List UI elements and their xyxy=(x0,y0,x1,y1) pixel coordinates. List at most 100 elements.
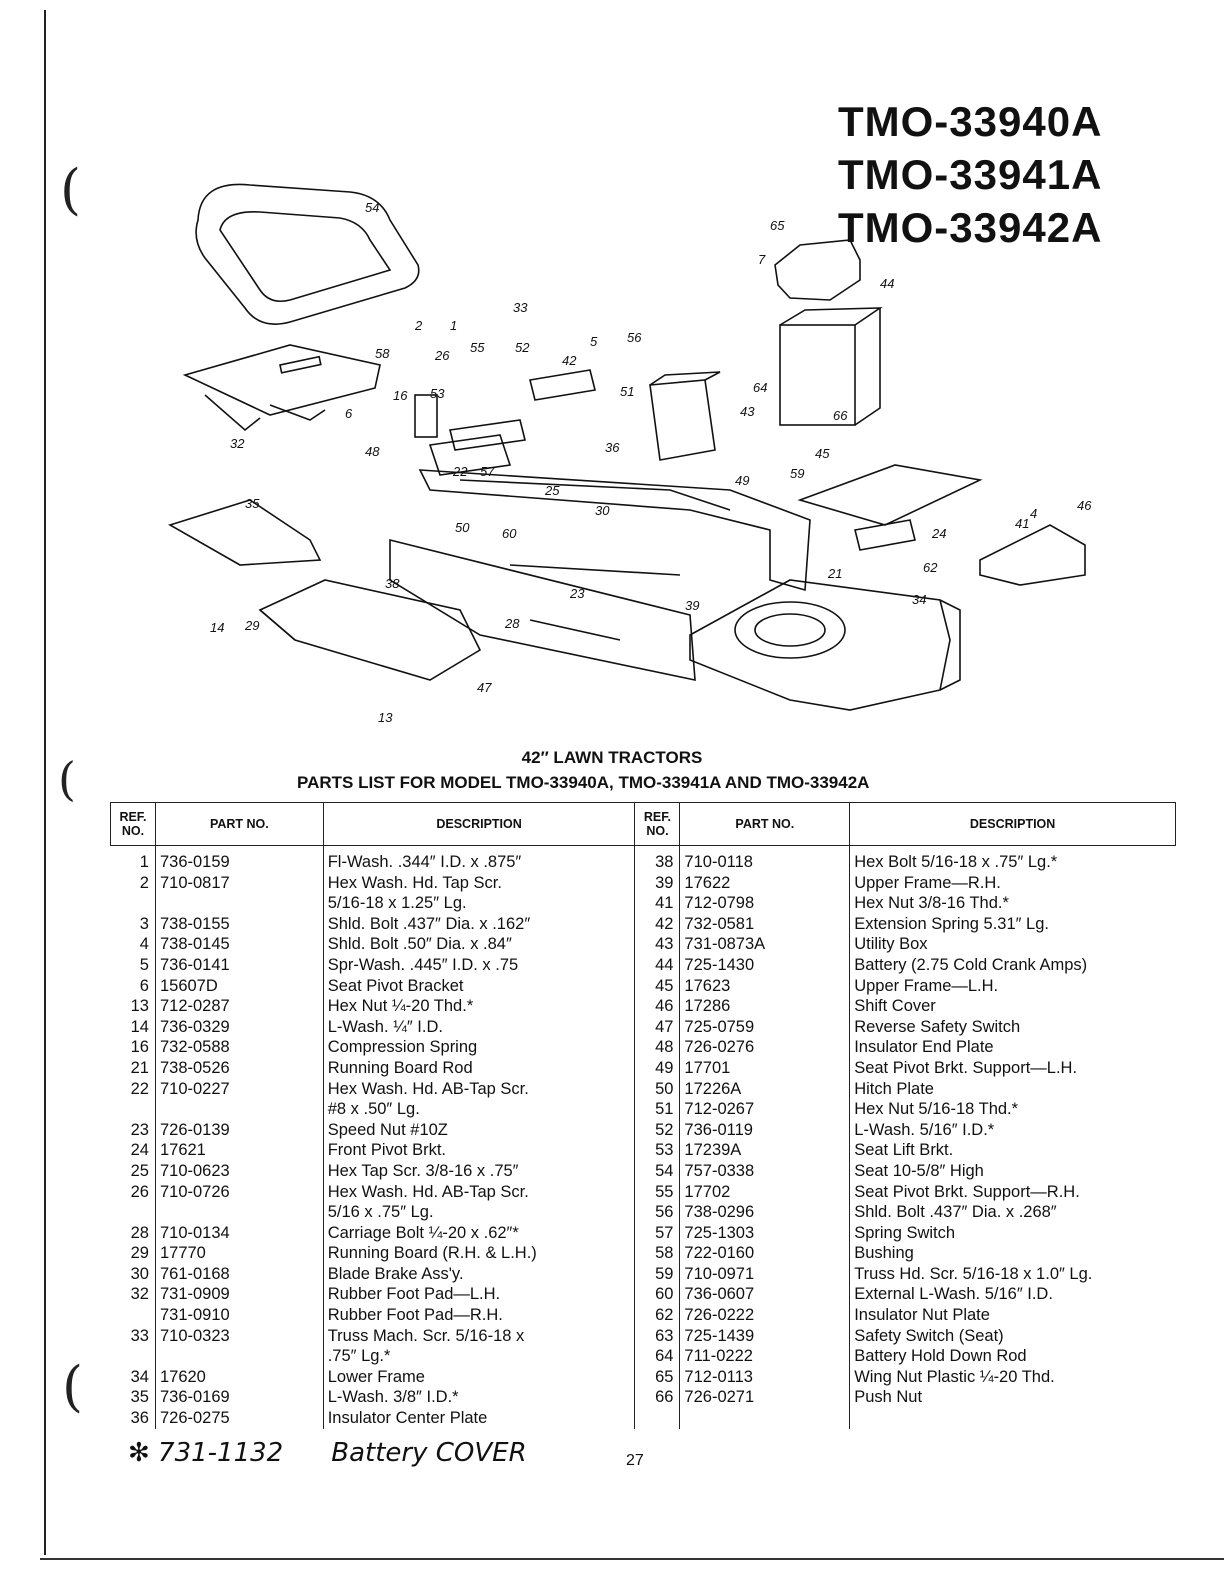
description-cell: Hex Wash. Hd. Tap Scr. xyxy=(322,872,635,894)
ref-number-cell: 22 xyxy=(130,1079,149,1098)
ref-number-cell xyxy=(111,1099,156,1120)
callout-number: 25 xyxy=(544,483,560,498)
description-cell: Seat Lift Brkt. xyxy=(849,1140,1176,1161)
callout-number: 13 xyxy=(378,710,393,725)
callout-number: 16 xyxy=(393,388,408,403)
ref-number-cell: 1 xyxy=(139,853,149,871)
description-cell: Hitch Plate xyxy=(849,1078,1176,1100)
description-cell: Spring Switch xyxy=(849,1222,1176,1244)
header-description: DESCRIPTION xyxy=(322,802,636,846)
part-number-cell: 17702 xyxy=(679,1181,850,1203)
ref-number-cell xyxy=(111,1346,156,1367)
page-bottom-edge xyxy=(40,1558,1224,1560)
callout-number: 24 xyxy=(931,526,946,541)
part-number-cell: 710-0726 xyxy=(154,1181,324,1203)
ref-number-cell: 66 xyxy=(634,1387,680,1409)
part-number-cell: 738-0526 xyxy=(154,1057,324,1079)
description-cell: Shld. Bolt .50″ Dia. x .84″ xyxy=(322,934,635,955)
part-number-cell: 710-0323 xyxy=(154,1325,324,1347)
description-cell: Upper Frame—R.H. xyxy=(849,872,1176,894)
part-number-cell: 710-0817 xyxy=(154,872,324,894)
description-cell: Utility Box xyxy=(849,934,1176,955)
model-numbers: TMO-33940A TMO-33941A TMO-33942A xyxy=(838,95,1102,254)
part-number-cell: 17623 xyxy=(679,975,850,997)
callout-number: 46 xyxy=(1077,498,1092,513)
ref-number-cell xyxy=(111,1202,156,1223)
part-number-cell: 725-1430 xyxy=(679,954,850,976)
binding-line xyxy=(44,10,46,1555)
ref-number-cell: 13 xyxy=(130,997,149,1016)
description-cell: Blade Brake Ass'y. xyxy=(322,1263,635,1285)
ref-number-cell: 24 xyxy=(130,1141,149,1160)
callout-number: 57 xyxy=(480,464,495,479)
ref-number-cell: 52 xyxy=(634,1119,680,1141)
part-number-cell: 15607D xyxy=(154,975,324,997)
description-cell: External L-Wash. 5/16″ I.D. xyxy=(849,1284,1176,1306)
part-number-cell: 761-0168 xyxy=(154,1263,324,1285)
header-part-no: PART NO. xyxy=(679,802,851,846)
description-cell: Bushing xyxy=(849,1243,1176,1264)
callout-number: 59 xyxy=(790,466,804,481)
part-number-cell: 726-0139 xyxy=(154,1119,324,1141)
ref-number-cell xyxy=(634,1408,680,1429)
ref-number-cell: 21 xyxy=(130,1058,149,1077)
punch-hole-bottom: ( xyxy=(62,1355,84,1418)
description-cell: Insulator Nut Plate xyxy=(849,1305,1176,1326)
punch-hole-top: ( xyxy=(60,158,82,221)
table-subtitle: PARTS LIST FOR MODEL TMO-33940A, TMO-339… xyxy=(297,773,870,792)
part-number-cell: 17621 xyxy=(154,1140,324,1161)
callout-number: 23 xyxy=(569,586,585,601)
table-title: 42″ LAWN TRACTORS xyxy=(521,748,703,767)
part-number-cell: 732-0581 xyxy=(679,913,850,935)
ref-number-cell: 65 xyxy=(634,1366,680,1388)
header-description: DESCRIPTION xyxy=(849,802,1176,846)
description-cell: Carriage Bolt ¼-20 x .62″* xyxy=(322,1222,635,1244)
part-number-cell: 17770 xyxy=(154,1243,324,1264)
ref-number-cell: 23 xyxy=(130,1120,149,1139)
ref-number-cell: 46 xyxy=(634,996,680,1017)
description-cell: Rubber Foot Pad—L.H. xyxy=(322,1284,635,1306)
model-number: TMO-33942A xyxy=(838,204,1103,251)
part-number-cell: 712-0798 xyxy=(679,893,850,914)
description-cell: Push Nut xyxy=(849,1387,1176,1409)
part-number-cell: 712-0267 xyxy=(679,1099,850,1120)
callout-number: 53 xyxy=(430,386,445,401)
part-number-cell: 17286 xyxy=(679,996,850,1017)
description-cell: Wing Nut Plastic ¼-20 Thd. xyxy=(849,1366,1176,1388)
part-number-cell: 17226A xyxy=(679,1078,850,1100)
callout-number: 62 xyxy=(923,560,938,575)
ref-number-cell: 49 xyxy=(634,1057,680,1079)
part-number-cell: 725-1439 xyxy=(679,1325,850,1347)
part-number-cell: 736-0159 xyxy=(154,845,324,873)
description-cell: 5/16 x .75″ Lg. xyxy=(322,1202,635,1223)
callout-number: 7 xyxy=(758,252,766,267)
punch-hole-middle: ( xyxy=(58,752,76,806)
callout-number: 35 xyxy=(245,496,260,511)
description-cell: 5/16-18 x 1.25″ Lg. xyxy=(322,893,635,914)
description-cell: Seat Pivot Brkt. Support—L.H. xyxy=(849,1057,1176,1079)
part-number-cell: 736-0141 xyxy=(154,954,324,976)
ref-number-cell: 6 xyxy=(139,976,149,995)
ref-number-cell: 54 xyxy=(634,1160,680,1182)
callout-number: 48 xyxy=(365,444,380,459)
callout-number: 44 xyxy=(880,276,894,291)
ref-number-cell: 4 xyxy=(139,935,149,954)
description-cell: Truss Hd. Scr. 5/16-18 x 1.0″ Lg. xyxy=(849,1263,1176,1285)
callout-number: 29 xyxy=(244,618,259,633)
callout-number: 56 xyxy=(627,330,642,345)
description-cell: Upper Frame—L.H. xyxy=(849,975,1176,997)
ref-number-cell: 29 xyxy=(130,1244,149,1263)
callout-number: 2 xyxy=(414,318,423,333)
table-header-row: REF. NO. PART NO. DESCRIPTION REF. NO. P… xyxy=(110,802,1176,846)
part-number-cell: 736-0607 xyxy=(679,1284,850,1306)
description-cell: Shift Cover xyxy=(849,996,1176,1017)
